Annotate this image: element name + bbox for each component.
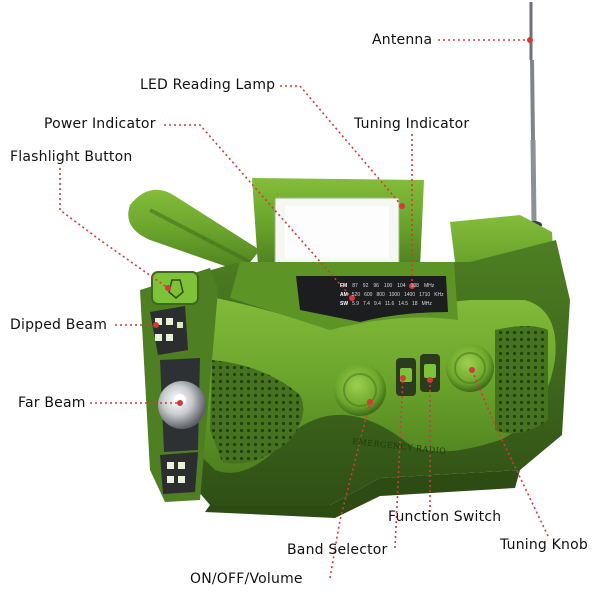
fm-scale-3: 100 (383, 283, 393, 289)
sw-scale-3: 11.6 (384, 301, 395, 307)
am-scale-1: 600 (364, 292, 373, 298)
sw-scale-5: 18 (412, 301, 418, 307)
fm-scale-5: 108 (410, 283, 419, 289)
leader-lines (59, 39, 549, 579)
label-band-selector: Band Selector (287, 542, 388, 558)
fm-scale-6: MHz (423, 283, 435, 289)
tuning-dial: FM 87 92 96 100 104 108 MHz AM 520 600 8… (340, 282, 452, 322)
label-led-reading-lamp: LED Reading Lamp (140, 77, 276, 93)
am-scale-4: 1400 (403, 292, 416, 298)
dial-row-fm: FM 87 92 96 100 104 108 MHz (340, 282, 452, 291)
dial-row-am: AM 520 600 800 1000 1400 1710 KHz (340, 291, 452, 300)
am-scale-3: 1000 (388, 292, 400, 298)
am-scale-0: 520 (351, 292, 361, 298)
lamp-handle (252, 178, 424, 268)
am-scale-6: KHz (434, 292, 444, 298)
label-tuning-knob: Tuning Knob (500, 537, 588, 553)
fm-scale-0: 87 (352, 283, 358, 289)
speaker-left (210, 360, 304, 464)
sw-scale-6: MHz (421, 301, 432, 307)
sw-scale-0: 5.9 (352, 301, 360, 307)
leader-dots (153, 37, 533, 406)
fm-scale-1: 92 (362, 283, 369, 289)
label-function-switch: Function Switch (388, 509, 502, 525)
fm-scale-4: 104 (397, 283, 406, 289)
flashlight-button[interactable] (151, 271, 199, 305)
label-tuning-indicator: Tuning Indicator (354, 116, 470, 132)
band-am-label: AM (340, 292, 348, 298)
volume-knob[interactable] (334, 364, 386, 416)
hand-crank (128, 189, 260, 272)
band-sw-label: SW (340, 301, 349, 307)
sw-scale-4: 14.5 (398, 301, 409, 307)
label-far-beam: Far Beam (18, 395, 86, 411)
am-scale-5: 1710 (419, 292, 431, 298)
label-antenna: Antenna (372, 32, 433, 48)
dial-row-sw: SW 5.9 7.4 9.4 11.6 14.5 18 MHz (340, 300, 452, 309)
sw-scale-2: 9.4 (373, 301, 381, 307)
speaker-right (495, 326, 548, 434)
label-dipped-beam: Dipped Beam (10, 317, 108, 333)
antenna (526, 2, 542, 229)
label-power-indicator: Power Indicator (44, 116, 156, 132)
am-scale-2: 800 (376, 292, 385, 298)
band-fm-label: FM (340, 283, 348, 289)
fm-scale-2: 96 (373, 283, 379, 289)
label-flashlight-button: Flashlight Button (10, 149, 133, 165)
label-on-off-volume: ON/OFF/Volume (190, 571, 303, 587)
sw-scale-1: 7.4 (363, 301, 370, 307)
